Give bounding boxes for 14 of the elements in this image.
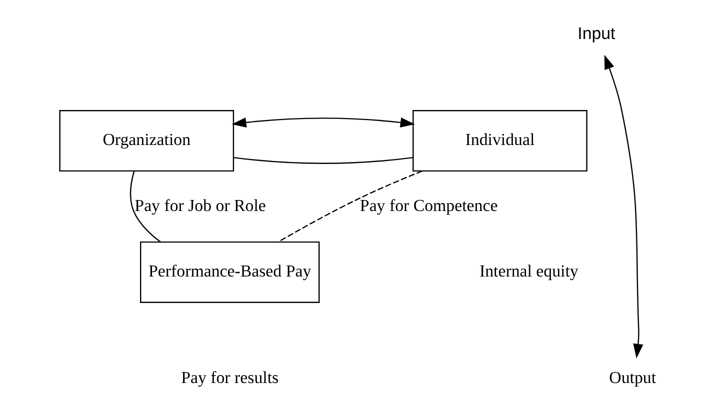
- connector: [233, 156, 413, 164]
- edge-label: Pay for Job or Role: [134, 196, 266, 215]
- connector: [277, 170, 422, 243]
- arrow: [604, 54, 643, 358]
- arrow: [231, 117, 414, 128]
- node-box: Performance-Based Pay: [140, 241, 320, 303]
- node-text: Output: [608, 368, 656, 387]
- edge-label: Pay for Competence: [359, 196, 498, 215]
- node-box: Organization: [58, 110, 234, 172]
- connector: [129, 171, 160, 242]
- node-box: Individual: [412, 110, 587, 172]
- node-text: Input: [577, 24, 615, 44]
- label: Internal equity: [478, 262, 578, 281]
- node-label: Pay for results: [180, 368, 278, 387]
